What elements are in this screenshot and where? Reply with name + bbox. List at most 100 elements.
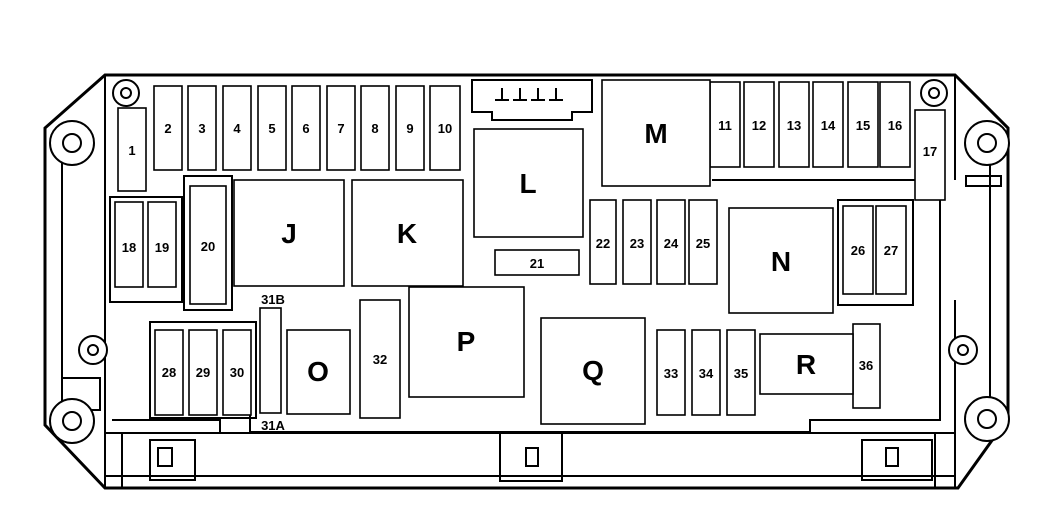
relay-K-label: K xyxy=(397,218,417,249)
fuse-7-label: 7 xyxy=(337,121,344,136)
connector-31b-label: 31B xyxy=(261,292,285,307)
fuse-3: 3 xyxy=(187,85,217,171)
fuse-5-label: 5 xyxy=(268,121,275,136)
fuse-21-label: 21 xyxy=(530,256,544,271)
fuse-35: 35 xyxy=(726,329,756,416)
fuse-27-label: 27 xyxy=(884,243,898,258)
fuse-group-18-19-frame xyxy=(109,196,183,303)
mount-hole-right-mid xyxy=(948,335,978,365)
fuse-14-label: 14 xyxy=(821,118,836,133)
fuse-8: 8 xyxy=(360,85,390,171)
relay-M-label: M xyxy=(644,118,667,149)
mount-hole-left-lower xyxy=(49,398,95,444)
relay-L-label: L xyxy=(519,168,536,199)
relay-N-label: N xyxy=(771,246,791,277)
fuse-14: 14 xyxy=(812,81,844,168)
relay-N: N xyxy=(728,207,834,314)
fuse-8-label: 8 xyxy=(371,121,378,136)
fuse-25-label: 25 xyxy=(696,236,710,251)
fuse-6-label: 6 xyxy=(302,121,309,136)
fuse-1: 1 xyxy=(117,107,147,192)
fuse-32-label: 32 xyxy=(373,352,387,367)
mount-hole-left-mid xyxy=(78,335,108,365)
fuse-19: 19 xyxy=(147,201,177,288)
fuse-9-label: 9 xyxy=(406,121,413,136)
fuse-4: 4 xyxy=(222,85,252,171)
relay-R-label: R xyxy=(796,349,816,380)
fuse-10: 10 xyxy=(429,85,461,171)
fuse-30: 30 xyxy=(222,329,252,416)
fuse-20: 20 xyxy=(189,185,227,305)
fuse-6: 6 xyxy=(291,85,321,171)
mount-hole-top-right-small xyxy=(920,79,948,107)
fuse-28-label: 28 xyxy=(162,365,176,380)
fuse-20-frame xyxy=(183,175,233,311)
fuse-2: 2 xyxy=(153,85,183,171)
fuse-36: 36 xyxy=(852,323,881,409)
connector-31a-label: 31A xyxy=(261,418,285,433)
relay-L: L xyxy=(473,128,584,238)
mount-hole-left-upper xyxy=(49,120,95,166)
fuse-24-label: 24 xyxy=(664,236,679,251)
fuse-28: 28 xyxy=(154,329,184,416)
connector-31: 31B 31A xyxy=(259,292,286,433)
fuse-21: 21 xyxy=(494,249,580,276)
fuse-23-label: 23 xyxy=(630,236,644,251)
fuse-18-label: 18 xyxy=(122,240,136,255)
fuse-13-label: 13 xyxy=(787,118,801,133)
fuse-22-label: 22 xyxy=(596,236,610,251)
relay-Q-label: Q xyxy=(582,355,604,386)
fuse-17: 17 xyxy=(914,109,946,201)
relay-J-label: J xyxy=(281,218,297,249)
fuse-15-label: 15 xyxy=(856,118,870,133)
fuse-35-label: 35 xyxy=(734,366,748,381)
fuse-1-label: 1 xyxy=(128,143,135,158)
mount-hole-right-lower xyxy=(964,396,1010,442)
mount-hole-top-left-small xyxy=(112,79,140,107)
fuse-24: 24 xyxy=(656,199,686,285)
fuse-34: 34 xyxy=(691,329,721,416)
fuse-26: 26 xyxy=(842,205,874,295)
top-plug-connector xyxy=(471,79,593,121)
fuse-26-label: 26 xyxy=(851,243,865,258)
relay-O-label: O xyxy=(307,356,329,387)
fuse-11: 11 xyxy=(709,81,741,168)
fuse-23: 23 xyxy=(622,199,652,285)
fuse-16-label: 16 xyxy=(888,118,902,133)
fuse-10-label: 10 xyxy=(438,121,452,136)
fuse-36-label: 36 xyxy=(859,358,873,373)
mount-hole-right-upper xyxy=(964,120,1010,166)
fuse-25: 25 xyxy=(688,199,718,285)
fuse-17-label: 17 xyxy=(923,144,937,159)
fuse-group-26-27-frame xyxy=(837,199,914,306)
fuse-34-label: 34 xyxy=(699,366,714,381)
fuse-9: 9 xyxy=(395,85,425,171)
relay-P-label: P xyxy=(457,326,476,357)
fuse-33-label: 33 xyxy=(664,366,678,381)
fuse-30-label: 30 xyxy=(230,365,244,380)
relay-R: R xyxy=(759,333,854,395)
relay-J: J xyxy=(233,179,345,287)
fuse-11-label: 11 xyxy=(718,118,732,133)
relay-P: P xyxy=(408,286,525,398)
fuse-15: 15 xyxy=(847,81,879,168)
fuse-12: 12 xyxy=(743,81,775,168)
relay-M: M xyxy=(601,79,711,187)
relay-Q: Q xyxy=(540,317,646,425)
relay-O: O xyxy=(286,329,351,415)
fuse-3-label: 3 xyxy=(198,121,205,136)
fuse-5: 5 xyxy=(257,85,287,171)
relay-K: K xyxy=(351,179,464,287)
fuse-7: 7 xyxy=(326,85,356,171)
fuse-13: 13 xyxy=(778,81,810,168)
fuse-12-label: 12 xyxy=(752,118,766,133)
fuse-2-label: 2 xyxy=(164,121,171,136)
fuse-4-label: 4 xyxy=(233,121,241,136)
fuse-16: 16 xyxy=(879,81,911,168)
fuse-33: 33 xyxy=(656,329,686,416)
fuse-18: 18 xyxy=(114,201,144,288)
fuse-29-label: 29 xyxy=(196,365,210,380)
fuse-27: 27 xyxy=(875,205,907,295)
fuse-20-label: 20 xyxy=(201,239,215,254)
